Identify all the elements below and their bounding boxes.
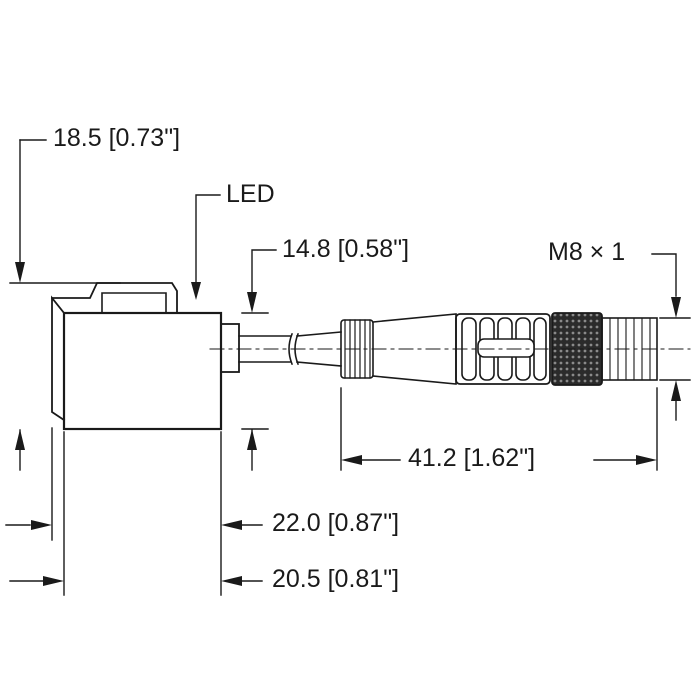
led-leader [195, 194, 221, 287]
housing-width-outer-label: 22.0 [0.87"] [272, 509, 400, 537]
sensor-height-label: 18.5 [0.73"] [53, 124, 181, 152]
dim-cable-lines [241, 249, 277, 471]
dim-connector-length-lines [340, 387, 658, 471]
dim-width-lines [5, 427, 263, 596]
cable [238, 331, 342, 367]
thread-label: M8 × 1 [548, 238, 626, 266]
sensor-body [51, 282, 240, 431]
connector-length-label: 41.2 [1.62"] [408, 444, 536, 472]
dim-thread-lines [651, 253, 691, 421]
housing-width-inner-label: 20.5 [0.81"] [272, 565, 400, 593]
cable-diameter-label: 14.8 [0.58"] [282, 235, 410, 263]
led-label: LED [226, 180, 275, 208]
